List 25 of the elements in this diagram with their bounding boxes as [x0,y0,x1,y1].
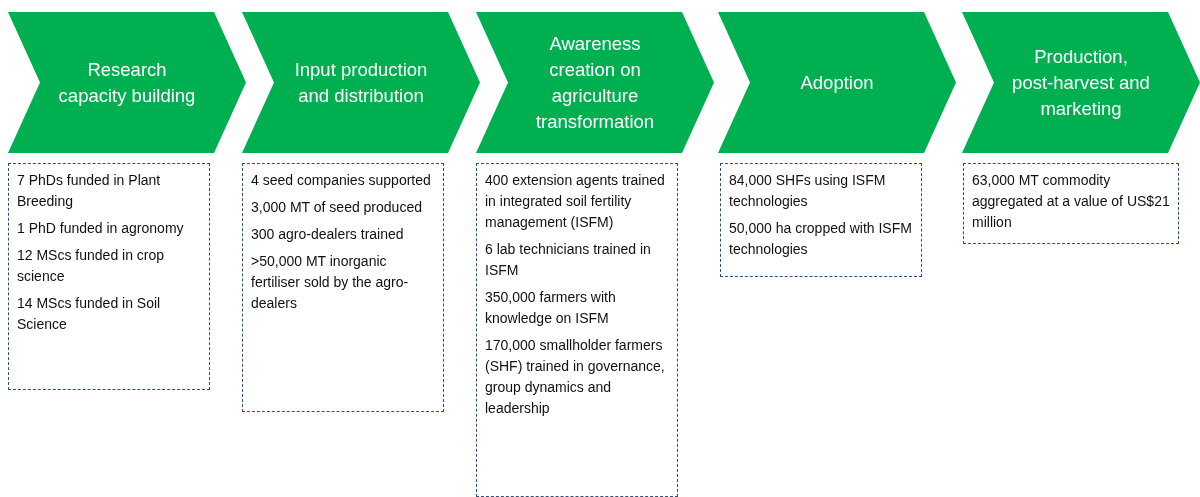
results-box [720,163,922,277]
result-text: 4 seed companies supported [251,171,432,190]
result-text: 63,000 MT commodity aggregated at a value of US$21 million [972,171,1170,232]
result-text: 7 PhDs funded in Plant Breeding [17,171,162,211]
result-text: 350,000 farmers with knowledge on ISFM [485,288,617,328]
result-text: 14 MScs funded in Soil Science [17,294,162,334]
result-text: 6 lab technicians trained in ISFM [485,240,652,280]
result-text: 170,000 smallholder farmers (SHF) trained in governance, group dynamics and leadership [485,336,666,418]
result-text: 400 extension agents trained in integrated soil fertility management (ISFM) [485,171,666,232]
result-text: 50,000 ha cropped with ISFM technologies [729,219,913,259]
results-box [8,163,210,390]
result-text: >50,000 MT inorganic fertiliser sold by the agro-dealers [251,252,410,313]
stage-title: Production, post-harvest and marketing [1012,44,1150,121]
result-text: 12 MScs funded in crop science [17,246,166,286]
result-text: 3,000 MT of seed produced [251,198,423,217]
stage-title: Adoption [800,70,874,95]
stage-title: Research capacity building [58,57,196,108]
results-box [476,163,678,497]
result-text: 1 PhD funded in agronomy [17,219,185,238]
result-text: 300 agro-dealers trained [251,225,405,244]
stage-title: Input production and distribution [293,57,429,108]
results-box [963,163,1179,244]
stage-title: Awareness creation on agriculture transformation [534,31,656,134]
result-text: 84,000 SHFs using ISFM technologies [729,171,887,211]
results-box [242,163,444,412]
